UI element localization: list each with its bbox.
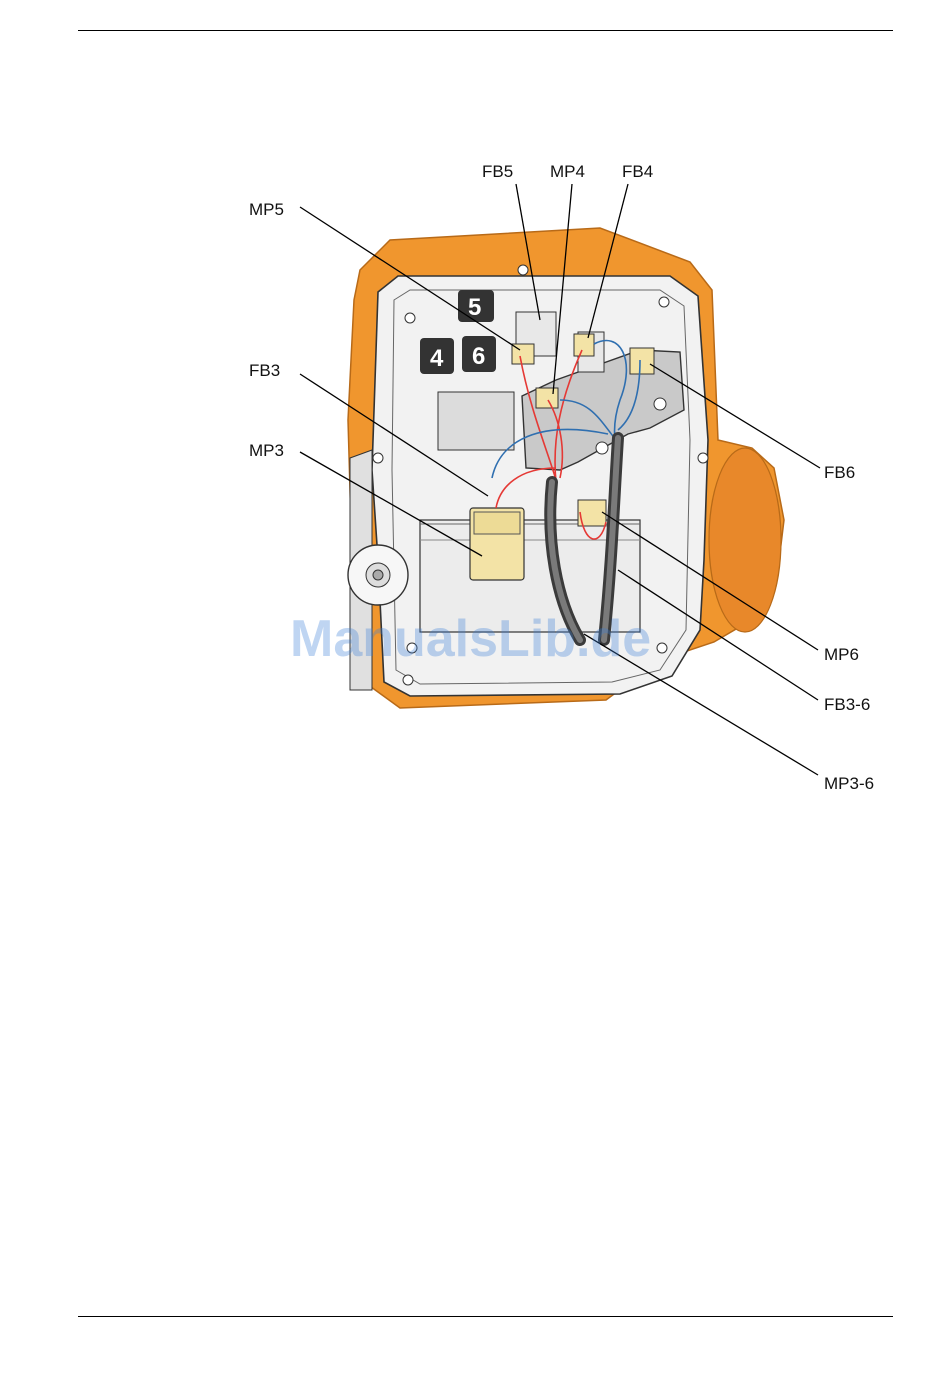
label-mp5: MP5: [249, 200, 284, 219]
valve-number-4: 4: [430, 345, 444, 372]
label-fb4: FB4: [622, 162, 653, 181]
label-fb5: FB5: [482, 162, 513, 181]
label-mp3: MP3: [249, 441, 284, 460]
label-mp3-6: MP3-6: [824, 774, 874, 793]
label-fb6: FB6: [824, 463, 855, 482]
label-fb3-6: FB3-6: [824, 695, 870, 714]
label-mp4: MP4: [550, 162, 585, 181]
valve-number-6: 6: [472, 343, 485, 370]
label-mp6: MP6: [824, 645, 859, 664]
label-fb3: FB3: [249, 361, 280, 380]
watermark: ManualsLib.de: [290, 610, 651, 668]
